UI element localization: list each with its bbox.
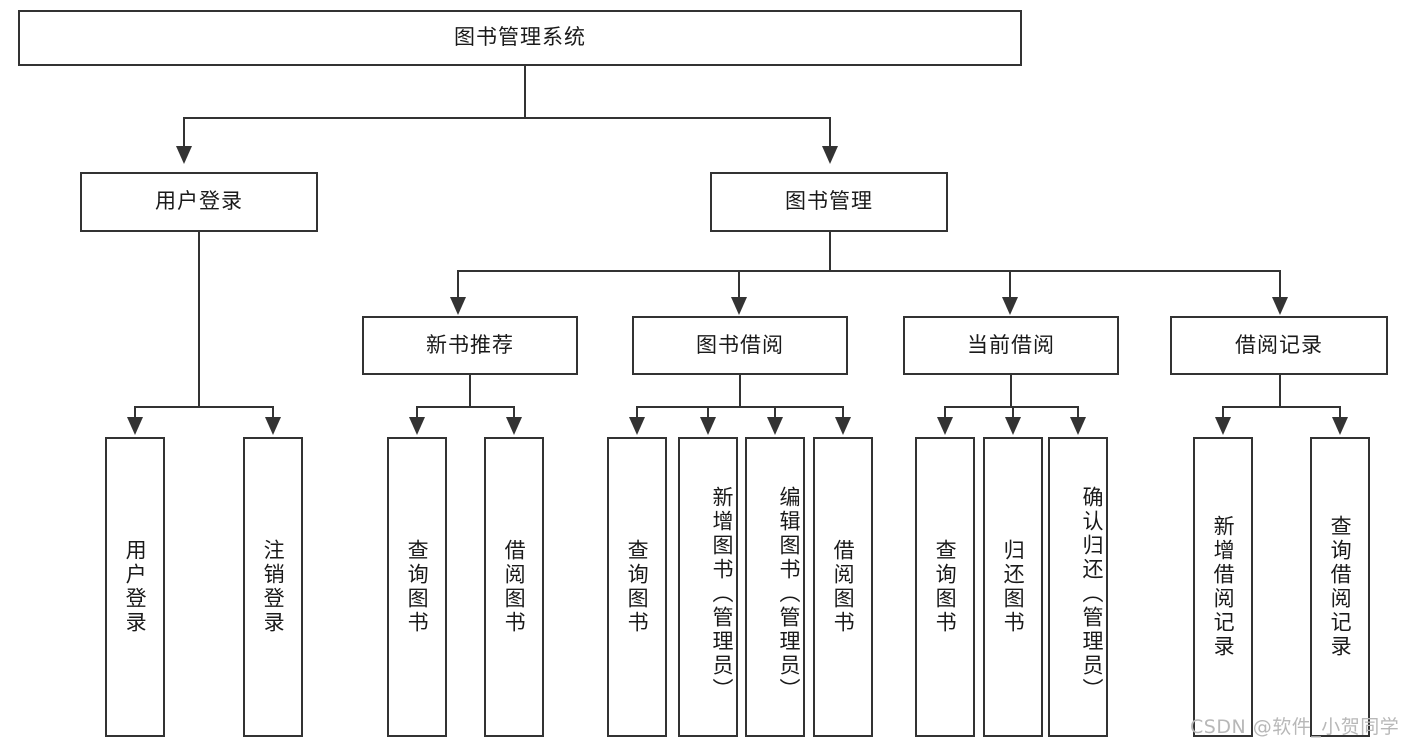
- edge-book-borrow-l4: [842, 406, 844, 418]
- edge-to-new-book: [457, 270, 459, 298]
- node-leaf-user-login[interactable]: 用户登录: [105, 437, 165, 737]
- node-book-borrow[interactable]: 图书借阅: [632, 316, 848, 375]
- edge-current-borrow-l2: [1012, 406, 1014, 418]
- edge-borrow-record-bar: [1222, 406, 1340, 408]
- edge-borrow-record-l2: [1339, 406, 1341, 418]
- node-leaf-confirm-return[interactable]: 确认归还（管理员）: [1048, 437, 1108, 737]
- arrow-leaf-user-login: [127, 417, 143, 435]
- edge-root-trunk: [524, 66, 526, 119]
- edge-to-current-borrow: [1009, 270, 1011, 298]
- node-leaf-add-record[interactable]: 新增借阅记录: [1193, 437, 1253, 737]
- edge-book-borrow-l2: [707, 406, 709, 418]
- edge-user-login-l2: [272, 406, 274, 418]
- arrow-leaf-borrow-book-1: [506, 417, 522, 435]
- edge-book-borrow-l3: [774, 406, 776, 418]
- edge-borrow-record-trunk: [1279, 375, 1281, 407]
- node-current-borrow[interactable]: 当前借阅: [903, 316, 1119, 375]
- node-leaf-add-book[interactable]: 新增图书（管理员）: [678, 437, 738, 737]
- arrow-leaf-user-logout: [265, 417, 281, 435]
- edge-book-borrow-bar: [636, 406, 843, 408]
- edge-new-book-l2: [513, 406, 515, 418]
- node-leaf-query-book-1[interactable]: 查询图书: [387, 437, 447, 737]
- arrow-leaf-add-record: [1215, 417, 1231, 435]
- arrow-leaf-query-book-3: [937, 417, 953, 435]
- arrow-leaf-query-record: [1332, 417, 1348, 435]
- node-borrow-record[interactable]: 借阅记录: [1170, 316, 1388, 375]
- edge-book-manage-trunk: [829, 232, 831, 271]
- edge-to-book-manage: [829, 117, 831, 147]
- edge-new-book-bar: [416, 406, 514, 408]
- node-leaf-query-record[interactable]: 查询借阅记录: [1310, 437, 1370, 737]
- edge-current-borrow-bar: [944, 406, 1078, 408]
- node-user-login[interactable]: 用户登录: [80, 172, 318, 232]
- arrow-leaf-query-book-1: [409, 417, 425, 435]
- edge-to-user-login: [183, 117, 185, 147]
- node-leaf-borrow-book-2[interactable]: 借阅图书: [813, 437, 873, 737]
- arrow-to-user-login: [176, 146, 192, 164]
- arrow-leaf-add-book: [700, 417, 716, 435]
- node-new-book-recommend[interactable]: 新书推荐: [362, 316, 578, 375]
- arrow-to-new-book-recommend: [450, 297, 466, 315]
- arrow-to-book-borrow: [731, 297, 747, 315]
- node-leaf-query-book-3[interactable]: 查询图书: [915, 437, 975, 737]
- edge-book-borrow-trunk: [739, 375, 741, 407]
- node-leaf-query-book-2[interactable]: 查询图书: [607, 437, 667, 737]
- edge-user-login-trunk: [198, 232, 200, 407]
- edge-current-borrow-l1: [944, 406, 946, 418]
- edge-to-book-borrow: [738, 270, 740, 298]
- arrow-leaf-confirm-return: [1070, 417, 1086, 435]
- node-book-manage[interactable]: 图书管理: [710, 172, 948, 232]
- edge-borrow-record-l1: [1222, 406, 1224, 418]
- edge-to-borrow-record: [1279, 270, 1281, 298]
- edge-level2-bar: [183, 117, 831, 119]
- node-root-system[interactable]: 图书管理系统: [18, 10, 1022, 66]
- edge-user-login-bar: [134, 406, 273, 408]
- arrow-to-current-borrow: [1002, 297, 1018, 315]
- edge-user-login-l1: [134, 406, 136, 418]
- edge-new-book-l1: [416, 406, 418, 418]
- edge-book-borrow-l1: [636, 406, 638, 418]
- edge-current-borrow-trunk: [1010, 375, 1012, 407]
- csdn-watermark: CSDN @软件_小贺同学: [1190, 716, 1400, 738]
- arrow-leaf-edit-book: [767, 417, 783, 435]
- edge-current-borrow-l3: [1077, 406, 1079, 418]
- arrow-leaf-query-book-2: [629, 417, 645, 435]
- node-leaf-return-book[interactable]: 归还图书: [983, 437, 1043, 737]
- edge-level3-bar: [457, 270, 1281, 272]
- arrow-to-book-manage: [822, 146, 838, 164]
- edge-new-book-trunk: [469, 375, 471, 407]
- node-leaf-user-logout[interactable]: 注销登录: [243, 437, 303, 737]
- arrow-leaf-return-book: [1005, 417, 1021, 435]
- node-leaf-borrow-book-1[interactable]: 借阅图书: [484, 437, 544, 737]
- arrow-leaf-borrow-book-2: [835, 417, 851, 435]
- node-leaf-edit-book[interactable]: 编辑图书（管理员）: [745, 437, 805, 737]
- arrow-to-borrow-record: [1272, 297, 1288, 315]
